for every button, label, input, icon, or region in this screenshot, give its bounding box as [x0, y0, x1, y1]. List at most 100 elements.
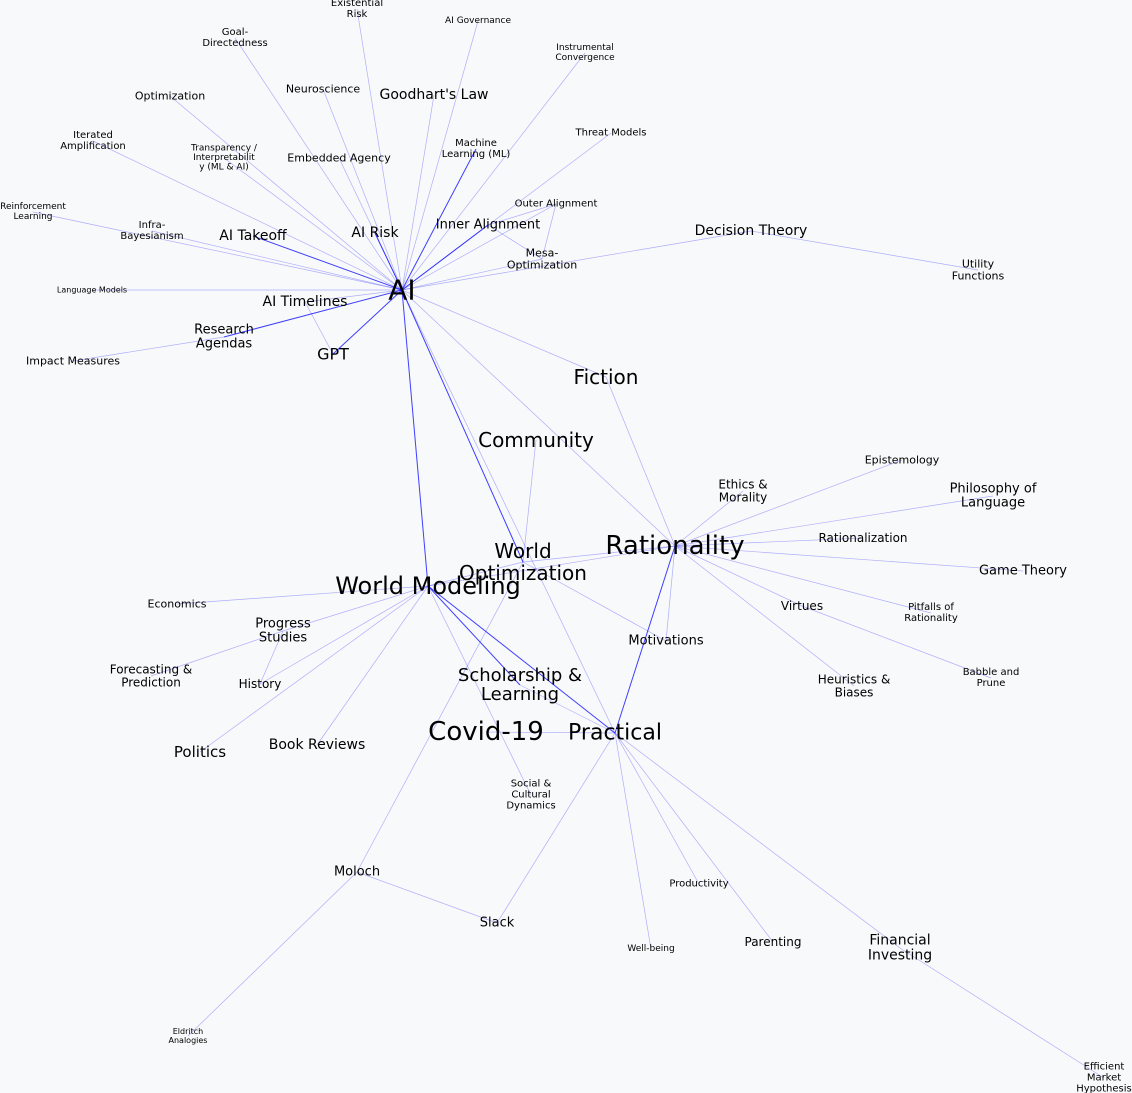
- node-rationality[interactable]: Rationality: [605, 531, 744, 561]
- node-label-line: Optimization: [135, 90, 205, 103]
- node-label-line: World: [494, 539, 551, 563]
- node-label-line: Heuristics &: [818, 673, 891, 687]
- edge-ai-to-neuroscience: [322, 88, 403, 291]
- node-motivations[interactable]: Motivations: [628, 634, 703, 649]
- edge-rationality-to-game-theory: [674, 545, 1024, 572]
- edge-inner-alignment-to-mesa-optimization: [487, 224, 543, 260]
- edge-moloch-to-eldritch-analogies: [187, 871, 358, 1037]
- node-parenting[interactable]: Parenting: [745, 935, 802, 949]
- node-ai-takeoff[interactable]: AI Takeoff: [219, 228, 287, 244]
- node-neuroscience[interactable]: Neuroscience: [286, 83, 361, 96]
- node-label-line: Infra-: [139, 220, 166, 231]
- edge-ai-to-ai-governance: [401, 20, 479, 291]
- node-label-line: Directedness: [202, 38, 267, 49]
- node-well-being[interactable]: Well-being: [627, 944, 674, 954]
- node-fiction[interactable]: Fiction: [574, 365, 639, 389]
- edge-ai-to-existential-risk: [356, 8, 403, 291]
- node-label-line: Amplification: [60, 141, 126, 152]
- edge-ai-to-outer-alignment: [401, 203, 557, 291]
- edge-ai-to-research-agendas: [223, 289, 403, 338]
- node-ai-governance[interactable]: AI Governance: [445, 16, 511, 26]
- node-economics[interactable]: Economics: [148, 598, 207, 611]
- node-language-models[interactable]: Language Models: [57, 286, 127, 295]
- node-embedded-agency[interactable]: Embedded Agency: [287, 152, 391, 165]
- node-threat-models[interactable]: Threat Models: [575, 128, 647, 139]
- edge-moloch-to-slack: [356, 871, 498, 924]
- edge-practical-to-financial-investing: [614, 732, 901, 949]
- node-book-reviews[interactable]: Book Reviews: [269, 737, 366, 753]
- node-label-line: Morality: [719, 490, 767, 504]
- node-goodharts-law[interactable]: Goodhart's Law: [380, 87, 489, 103]
- edge-ai-to-goodharts-law: [401, 94, 435, 291]
- node-label-line: Existential: [331, 0, 383, 9]
- node-ai[interactable]: AI: [388, 274, 415, 307]
- node-history[interactable]: History: [239, 677, 282, 691]
- node-epistemology[interactable]: Epistemology: [865, 454, 940, 467]
- edge-world-modeling-to-history: [259, 585, 429, 685]
- node-community[interactable]: Community: [478, 428, 594, 452]
- edge-world-optimization-to-moloch: [356, 561, 524, 873]
- node-gpt[interactable]: GPT: [317, 345, 349, 364]
- edge-rationality-to-motivations: [665, 545, 676, 642]
- node-mesa-optimization[interactable]: Mesa-Optimization: [507, 247, 577, 272]
- node-impact-measures[interactable]: Impact Measures: [26, 355, 120, 368]
- node-label-line: Investing: [868, 948, 932, 964]
- node-label-line: Forecasting &: [110, 663, 193, 677]
- node-ai-risk[interactable]: AI Risk: [351, 225, 399, 241]
- node-productivity[interactable]: Productivity: [669, 879, 728, 890]
- node-label-line: Community: [478, 428, 594, 452]
- node-label-line: Mesa-: [526, 247, 559, 260]
- node-scholarship-learning[interactable]: Scholarship &Learning: [458, 665, 582, 705]
- node-label-line: Interpretabilit: [193, 153, 255, 163]
- node-ai-timelines[interactable]: AI Timelines: [263, 294, 348, 310]
- node-virtues[interactable]: Virtues: [781, 599, 823, 613]
- edge-virtues-to-babble-and-prune: [801, 605, 992, 679]
- node-decision-theory[interactable]: Decision Theory: [695, 223, 808, 239]
- edge-ai-to-reinforcement-learning: [32, 211, 403, 291]
- node-label-line: Moloch: [334, 865, 380, 880]
- node-world-modeling[interactable]: World Modeling: [335, 572, 521, 600]
- node-heuristics-biases[interactable]: Heuristics &Biases: [818, 673, 891, 700]
- node-ethics-morality[interactable]: Ethics &Morality: [718, 478, 767, 505]
- node-label-line: History: [239, 677, 282, 691]
- node-label-line: Transparency /: [190, 143, 258, 153]
- edge-progress-studies-to-forecasting-prediction: [150, 630, 284, 677]
- node-label-line: Rationality: [605, 531, 744, 561]
- node-politics[interactable]: Politics: [174, 743, 226, 761]
- node-game-theory[interactable]: Game Theory: [979, 564, 1067, 579]
- node-slack[interactable]: Slack: [480, 916, 515, 931]
- node-infra-bayesianism[interactable]: Infra-Bayesianism: [120, 220, 183, 242]
- node-goal-directedness[interactable]: Goal-Directedness: [202, 27, 267, 49]
- node-moloch[interactable]: Moloch: [334, 865, 380, 880]
- node-practical[interactable]: Practical: [568, 721, 662, 746]
- node-covid-19[interactable]: Covid-19: [428, 717, 544, 747]
- node-inner-alignment[interactable]: Inner Alignment: [436, 218, 540, 233]
- node-rationalization[interactable]: Rationalization: [818, 531, 907, 545]
- node-outer-alignment[interactable]: Outer Alignment: [515, 199, 598, 210]
- node-forecasting-prediction[interactable]: Forecasting &Prediction: [110, 663, 193, 690]
- node-label-line: Utility: [962, 258, 995, 271]
- node-optimization[interactable]: Optimization: [135, 90, 205, 103]
- node-label-line: Machine: [455, 138, 497, 149]
- node-label-line: Reinforcement: [0, 202, 66, 212]
- node-label-line: Pitfalls of: [908, 602, 954, 613]
- node-label-line: Agendas: [196, 337, 253, 352]
- node-label-line: Research: [194, 322, 254, 337]
